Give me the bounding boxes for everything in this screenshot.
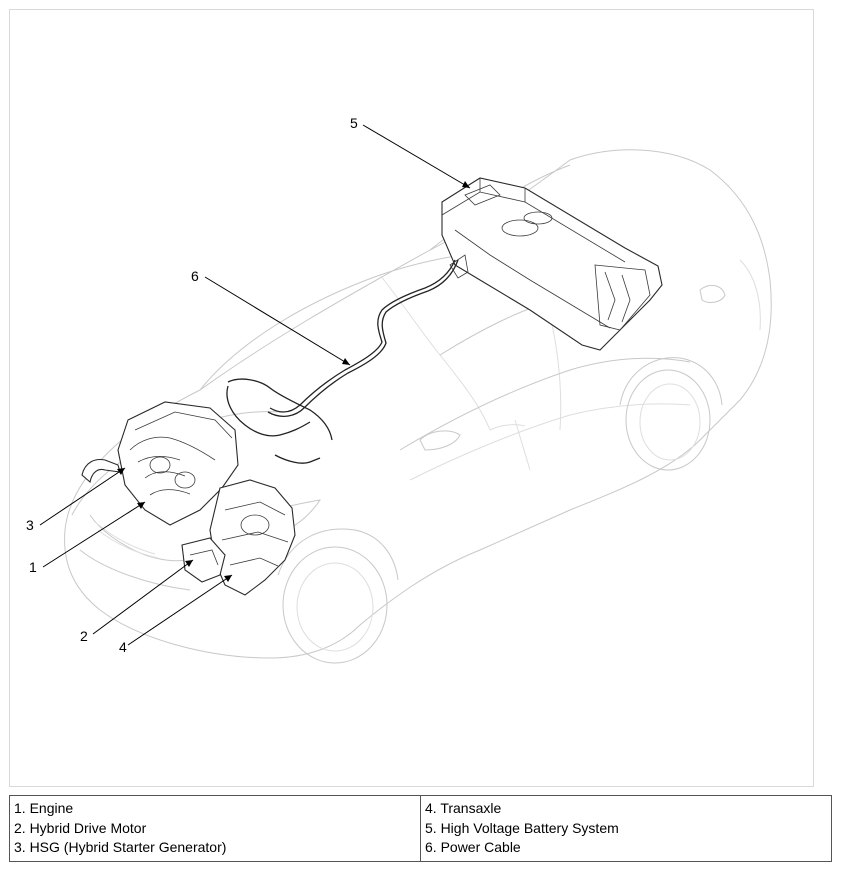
leader-lines	[39, 124, 471, 646]
hybrid-drive-motor	[181, 537, 226, 583]
diagram-frame: 5 6 3 1 2 4	[9, 9, 814, 787]
legend-item-high-voltage-battery: 5. High Voltage Battery System	[425, 819, 619, 836]
legend-table: 1. Engine 2. Hybrid Drive Motor 3. HSG (…	[9, 795, 832, 862]
legend-item-engine: 1. Engine	[14, 800, 74, 816]
legend-column-right: 4. Transaxle 5. High Voltage Battery Sys…	[420, 795, 832, 862]
power-cable	[226, 254, 469, 464]
callout-1: 1	[29, 559, 37, 575]
hybrid-component-diagram: 5 6 3 1 2 4	[26, 115, 772, 664]
high-voltage-battery-system	[441, 177, 663, 351]
callout-2: 2	[80, 628, 88, 644]
transaxle	[209, 479, 296, 596]
callout-3: 3	[26, 517, 34, 533]
engine	[81, 401, 239, 526]
legend-item-hybrid-drive-motor: 2. Hybrid Drive Motor	[14, 819, 147, 836]
legend-item-power-cable: 6. Power Cable	[425, 839, 521, 855]
callout-4: 4	[119, 639, 127, 655]
legend-item-hsg: 3. HSG (Hybrid Starter Generator)	[14, 839, 227, 855]
callout-5: 5	[350, 115, 358, 131]
legend-item-transaxle: 4. Transaxle	[425, 800, 502, 816]
legend-row: 1. Engine 2. Hybrid Drive Motor 3. HSG (…	[9, 795, 832, 862]
legend-column-left: 1. Engine 2. Hybrid Drive Motor 3. HSG (…	[9, 795, 421, 862]
callout-6: 6	[191, 268, 199, 284]
